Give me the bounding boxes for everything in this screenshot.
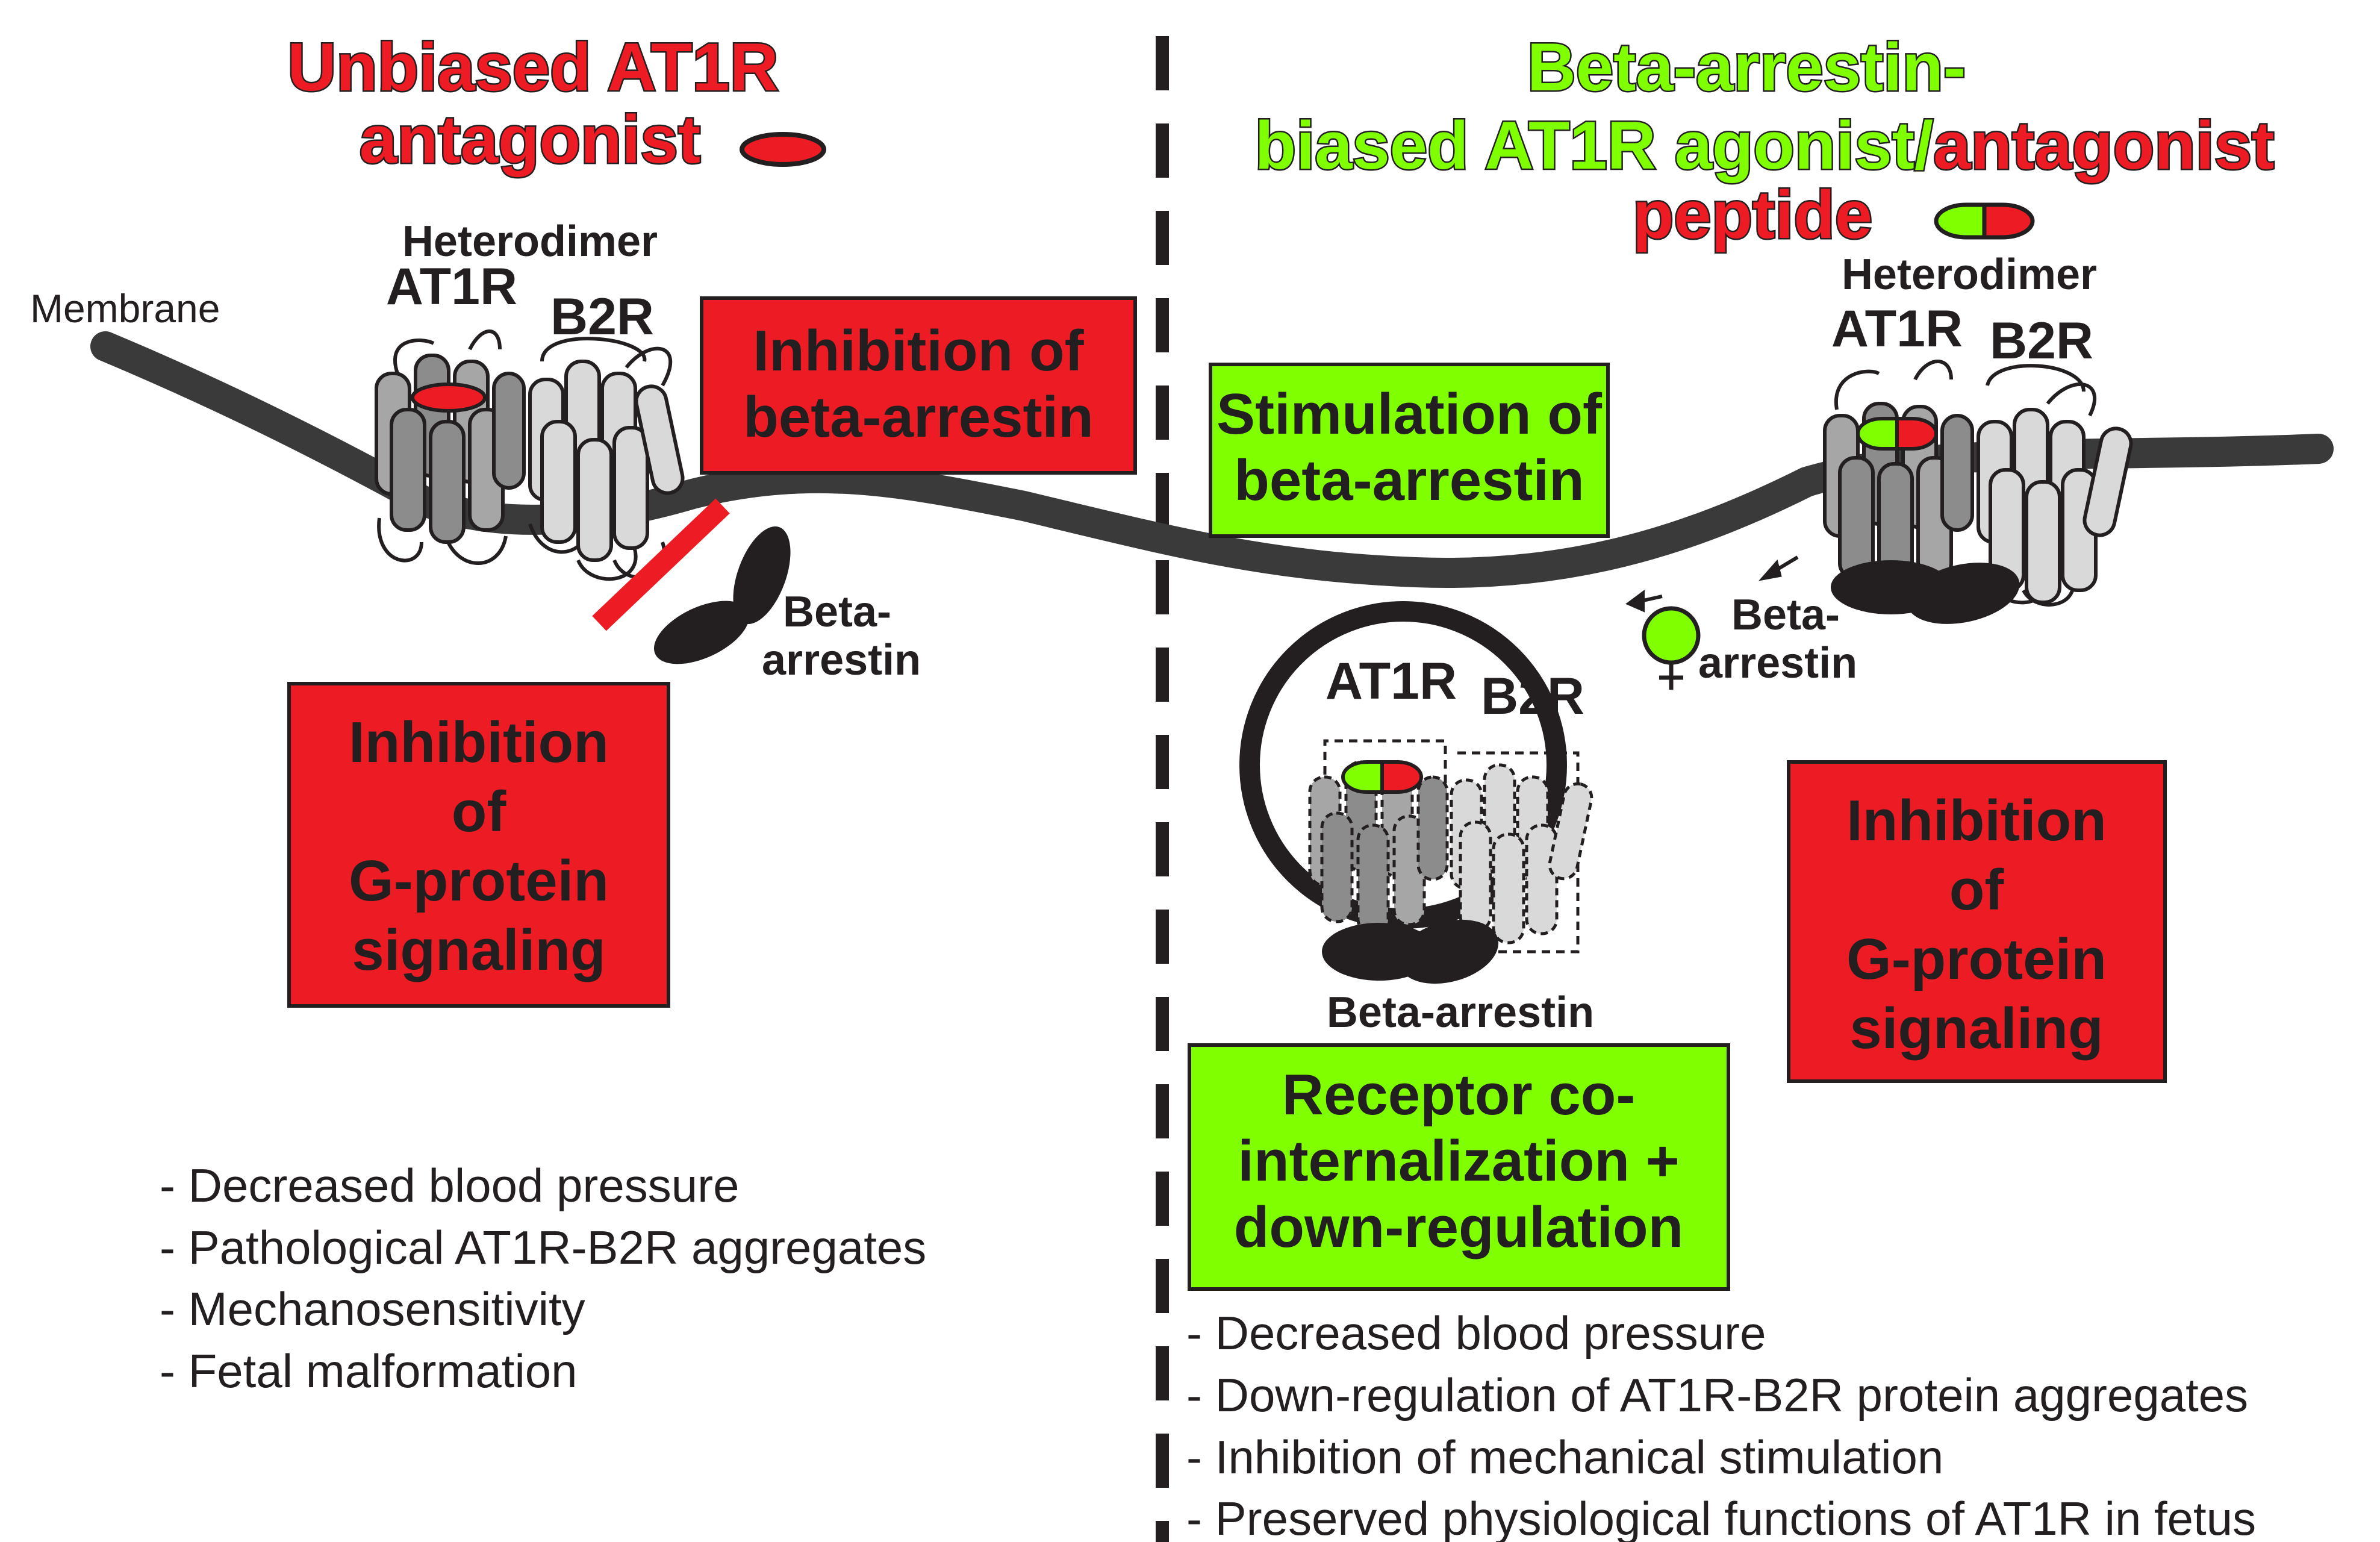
right-title-line2-green: biased AT1R agonist/ (1255, 108, 1933, 183)
svg-text:signaling: signaling (1849, 996, 2103, 1061)
right-beta-arrestin-label-1: Beta- (1731, 591, 1840, 639)
svg-text:Inhibition: Inhibition (349, 710, 609, 775)
b2r-helix (540, 420, 577, 544)
vesicle-beta-arrestin-label: Beta-arrestin (1327, 988, 1594, 1037)
svg-text:G-protein: G-protein (1846, 927, 2107, 991)
left-beta-arrestin-label-2: arrestin (762, 636, 921, 684)
list-item: - Decreased blood pressure (160, 1159, 740, 1212)
left-box-inhibit-beta-arrestin: Inhibition of beta-arrestin (700, 296, 1137, 475)
b2r-helix (576, 438, 613, 562)
svg-text:G-protein: G-protein (349, 849, 609, 913)
left-at1r-label: AT1R (386, 258, 517, 316)
right-heterodimer-label: Heterodimer (1842, 251, 2097, 299)
b2r-helix (634, 384, 685, 495)
right-box-inhibit-gprotein: Inhibition of G-protein signaling (1787, 760, 2167, 1083)
left-title-line2: antagonist (360, 102, 700, 177)
at1r-helix (390, 408, 426, 532)
right-title-line3: peptide (1633, 177, 1872, 252)
right-b2r-label: B2R (1990, 312, 2093, 370)
b2r-helix (612, 426, 649, 550)
list-item: - Down-regulation of AT1R-B2R protein ag… (1186, 1369, 2248, 1422)
at1r-helix (492, 372, 526, 490)
svg-text:of: of (1949, 858, 2005, 922)
biased-peptide-icon (1934, 202, 2035, 240)
recruitment-arrows (1625, 555, 1799, 613)
right-title: Beta-arrestin- biased AT1R agonist/antag… (1253, 28, 2276, 254)
svg-text:biased AT1R agonist/antagonist: biased AT1R agonist/antagonist (1255, 108, 2275, 183)
right-title-line2-red: antagonist (1933, 108, 2274, 183)
svg-text:Receptor co-: Receptor co- (1282, 1063, 1636, 1127)
right-box-stimulate-beta-arrestin: Stimulation of beta-arrestin (1209, 363, 1610, 538)
bound-antagonist-icon (411, 382, 487, 413)
vesicle-at1r-label: AT1R (1326, 652, 1457, 710)
svg-text:Inhibition: Inhibition (1846, 788, 2107, 853)
left-at1r-loops (377, 329, 592, 565)
list-item: - Mechanosensitivity (160, 1282, 585, 1335)
svg-text:internalization +: internalization + (1238, 1129, 1679, 1193)
left-box-inhibit-gprotein: Inhibition of G-protein signaling (287, 682, 670, 1008)
internalized-vesicle (1239, 601, 1593, 984)
inhibition-bar (592, 498, 730, 631)
vesicle-peptide-icon (1341, 760, 1423, 794)
svg-text:beta-arrestin: beta-arrestin (1234, 448, 1584, 513)
left-heterodimer-receptor (375, 329, 685, 581)
left-beta-arrestin-icon (653, 526, 791, 664)
right-at1r-label: AT1R (1831, 300, 1963, 358)
right-effects-list: - Decreased blood pressure - Down-regula… (1186, 1306, 2256, 1542)
right-title-line1: Beta-arrestin- (1527, 30, 1966, 105)
right-box-internalization: Receptor co- internalization + down-regu… (1188, 1043, 1730, 1291)
left-title-line1: Unbiased AT1R (287, 30, 778, 105)
svg-text:signaling: signaling (352, 918, 605, 982)
unbiased-antagonist-icon (740, 132, 826, 167)
left-effects-list: - Decreased blood pressure - Pathologica… (160, 1159, 926, 1397)
bound-peptide-icon (1856, 417, 1938, 451)
list-item: - Decreased blood pressure (1186, 1306, 1766, 1359)
vesicle-b2r-label: B2R (1481, 667, 1584, 725)
left-b2r-label: B2R (550, 288, 654, 346)
left-title: Unbiased AT1R antagonist (286, 28, 826, 179)
free-beta-arrestin-icon (1642, 606, 1701, 690)
list-item: - Inhibition of mechanical stimulation (1186, 1431, 1943, 1484)
right-beta-arrestin-label-2: arrestin (1698, 639, 1857, 687)
list-item: - Pathological AT1R-B2R aggregates (160, 1221, 926, 1274)
list-item: - Fetal malformation (160, 1344, 578, 1397)
right-heterodimer-receptor (1823, 360, 2133, 624)
svg-text:Inhibition of: Inhibition of (753, 319, 1084, 383)
left-heterodimer-label: Heterodimer (402, 217, 658, 266)
svg-text:beta-arrestin: beta-arrestin (743, 385, 1094, 449)
svg-text:of: of (452, 779, 507, 844)
left-beta-arrestin-label-1: Beta- (783, 588, 891, 636)
list-item: - Preserved physiological functions of A… (1186, 1492, 2256, 1542)
left-b2r-loops (540, 337, 672, 581)
at1r-helix (429, 420, 466, 544)
svg-text:Stimulation of: Stimulation of (1216, 382, 1603, 446)
svg-text:down-regulation: down-regulation (1234, 1195, 1684, 1260)
membrane-label: Membrane (30, 286, 220, 331)
